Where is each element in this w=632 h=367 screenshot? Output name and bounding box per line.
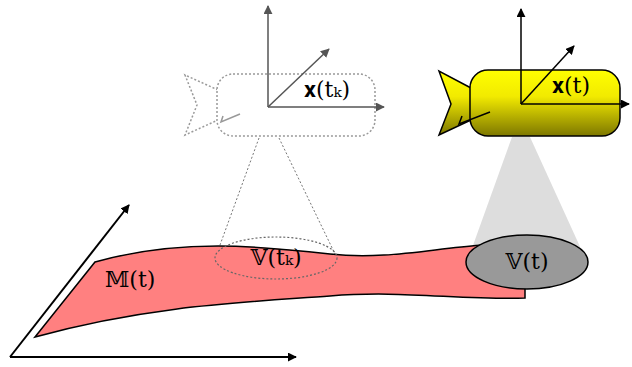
camera-body	[470, 70, 620, 136]
camera-body	[217, 74, 375, 136]
label-holder: 𝕍(tₖ)	[250, 246, 301, 270]
map-band: 𝕄(t)𝕍(tₖ)𝕍(t)	[30, 235, 530, 345]
camera-lens	[185, 75, 218, 135]
label-holder: 𝕍(t)	[505, 250, 548, 274]
math-label: 𝐱(tₖ)	[304, 77, 350, 102]
current-view-ellipse: 𝕍(t)	[465, 234, 589, 290]
map-band-outline	[35, 244, 525, 337]
view-ellipse-outline	[215, 237, 337, 279]
world-axis	[10, 356, 296, 358]
label-holder: 𝐱(tₖ)	[304, 78, 350, 102]
label-holder: 𝐱(t)	[552, 74, 590, 98]
camera-axis	[520, 9, 522, 104]
math-label: 𝐱(t)	[552, 73, 590, 98]
camera-z-axis	[459, 112, 490, 124]
math-label: 𝕄(t)	[105, 267, 155, 292]
view-cone-line	[279, 138, 336, 256]
past-view-ellipse: 𝕍(tₖ)	[214, 236, 338, 280]
current-camera: 𝐱(t)	[437, 68, 622, 138]
math-label: 𝕍(tₖ)	[250, 245, 301, 270]
camera-axis	[268, 106, 384, 108]
past-camera: 𝐱(tₖ)	[183, 72, 378, 138]
view-ellipse-outline	[466, 235, 588, 289]
label-holder: 𝕄(t)	[105, 268, 155, 292]
camera-lens	[439, 71, 471, 135]
camera-axis	[521, 103, 629, 105]
camera-axis	[267, 6, 269, 107]
camera-shape	[437, 68, 622, 138]
math-label: 𝕍(t)	[505, 249, 548, 274]
camera-z-axis	[221, 114, 240, 122]
